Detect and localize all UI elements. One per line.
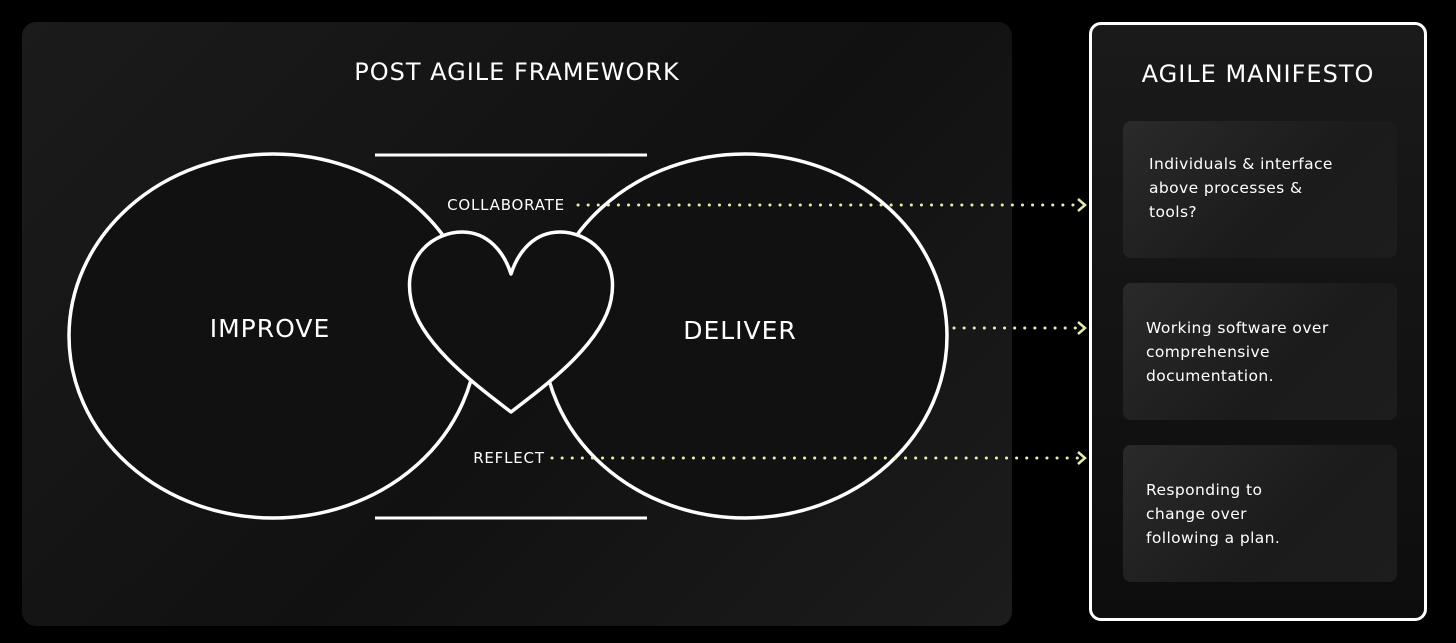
manifesto-value-text: Working software over comprehensive docu… [1146, 319, 1329, 385]
manifesto-value-card: Working software over comprehensive docu… [1123, 283, 1397, 420]
manifesto-value-text: Individuals & interface above processes … [1149, 155, 1333, 221]
heart-icon [407, 230, 615, 414]
manifesto-value-text: Responding to change over following a pl… [1146, 481, 1281, 547]
manifesto-panel: AGILE MANIFESTO Individuals & interface … [1089, 22, 1427, 621]
improve-label: IMPROVE [209, 314, 331, 343]
collaborate-label: COLLABORATE [447, 196, 565, 214]
reflect-arrowhead [1077, 451, 1087, 465]
manifesto-title: AGILE MANIFESTO [1141, 60, 1375, 88]
manifesto-value-card: Responding to change over following a pl… [1123, 445, 1397, 582]
collaborate-arrowhead [1077, 198, 1087, 212]
manifesto-value-card: Individuals & interface above processes … [1123, 121, 1397, 258]
deliver-label: DELIVER [683, 316, 797, 345]
framework-title: POST AGILE FRAMEWORK [354, 58, 680, 86]
reflect-label: REFLECT [473, 449, 545, 467]
deliver-arrowhead [1077, 321, 1087, 335]
